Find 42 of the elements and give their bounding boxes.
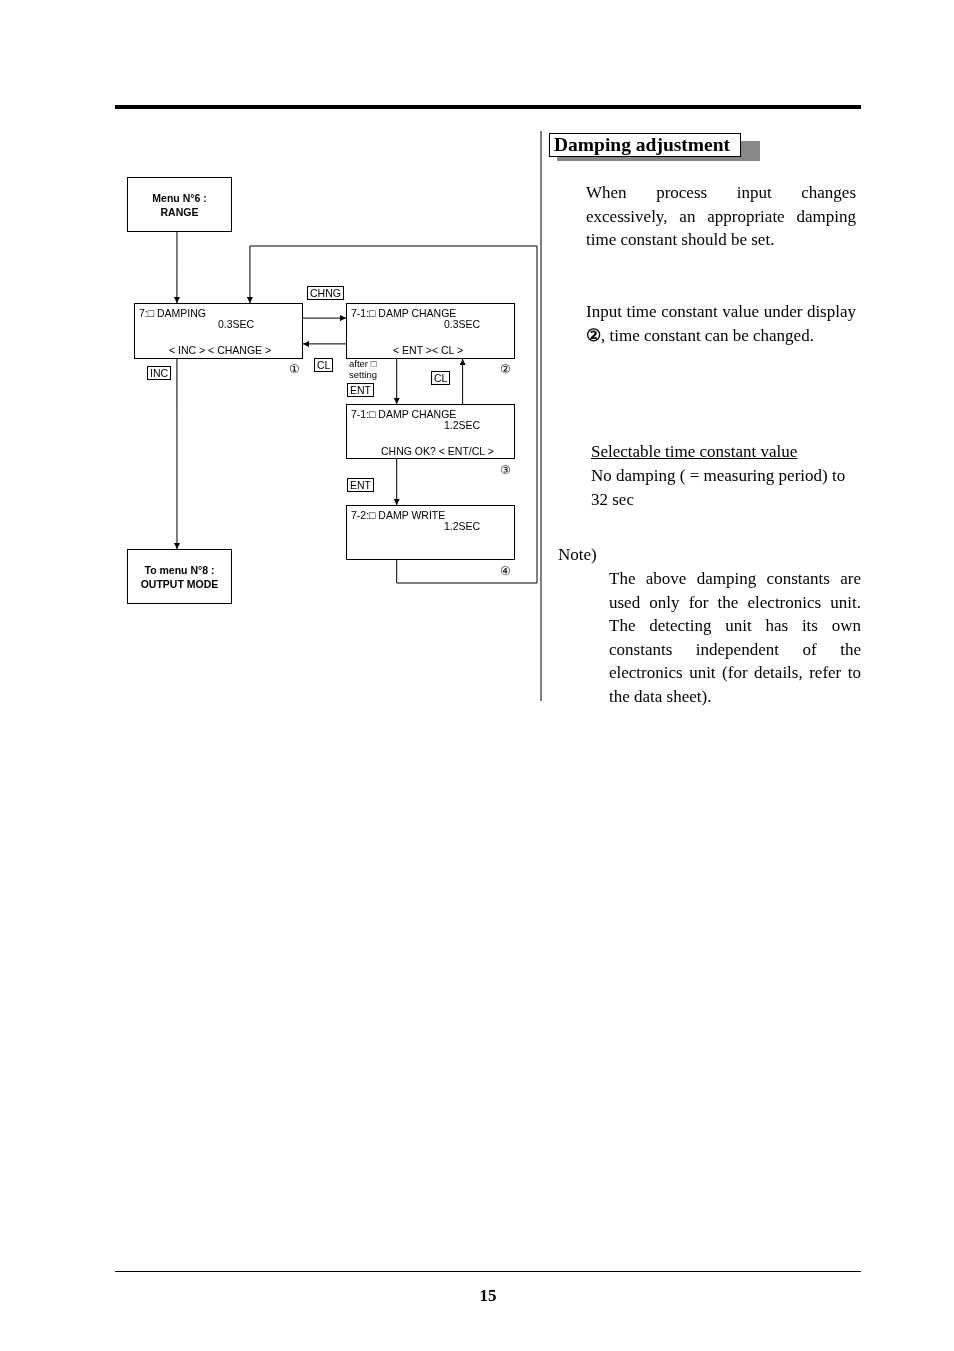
step-number: ②: [500, 363, 511, 375]
screen-value: 0.3SEC: [218, 318, 255, 330]
arrow: [246, 245, 538, 584]
menu-label: To menu N°8 : OUTPUT MODE: [139, 562, 220, 591]
section-title: Damping adjustment: [549, 133, 742, 157]
key-label: CL: [314, 358, 334, 372]
step-number: ①: [289, 363, 300, 375]
arrow: [174, 358, 180, 550]
screen-prompt: < INC > < CHANGE >: [169, 344, 272, 356]
menu-box: [127, 177, 232, 232]
arrow: [393, 358, 400, 405]
paragraph: No damping ( = measuring period) to 32 sec: [591, 465, 847, 511]
page-number: 15: [478, 1285, 498, 1307]
screen-heading: 7-1:□ DAMP CHANGE: [351, 408, 457, 420]
screen-prompt: < ENT >< CL >: [393, 344, 464, 356]
step-number: ④: [500, 565, 511, 577]
screen-heading: 7-1:□ DAMP CHANGE: [351, 307, 457, 319]
menu-label: Menu N°6 : RANGE: [151, 190, 208, 219]
arrow: [173, 231, 180, 304]
note-heading: Note): [558, 544, 598, 566]
subheading: Selectable time constant value: [591, 441, 799, 463]
screen-prompt: CHNG OK? < ENT/CL >: [381, 445, 494, 457]
screen-heading: 7:□ DAMPING: [139, 307, 207, 319]
screen-value: 0.3SEC: [444, 318, 481, 330]
paragraph: When process input changes excessively, an appropriate damping time constant should be set.: [586, 182, 856, 251]
screen-heading: 7-2:□ DAMP WRITE: [351, 509, 446, 521]
key-label: ENT: [347, 478, 374, 492]
note-text: after □ setting: [349, 358, 378, 380]
key-label: INC: [147, 366, 172, 380]
key-label: ENT: [347, 383, 374, 397]
arrow: [302, 315, 347, 322]
arrow: [393, 458, 400, 506]
paragraph: The above damping constants are used only for the electronics unit. The detecting unit has its own constants independent of the electronics unit (for details, refer to the data sheet).: [609, 568, 861, 708]
menu-box: [127, 549, 232, 604]
key-label: CL: [431, 371, 451, 385]
step-number: ③: [500, 464, 511, 476]
arrow: [302, 340, 347, 347]
key-label: CHNG: [307, 286, 344, 300]
screen-value: 1.2SEC: [444, 419, 481, 431]
screen-value: 1.2SEC: [444, 520, 481, 532]
paragraph: Input time constant value under display ②, time constant can be changed.: [586, 301, 856, 347]
arrow: [459, 358, 466, 405]
